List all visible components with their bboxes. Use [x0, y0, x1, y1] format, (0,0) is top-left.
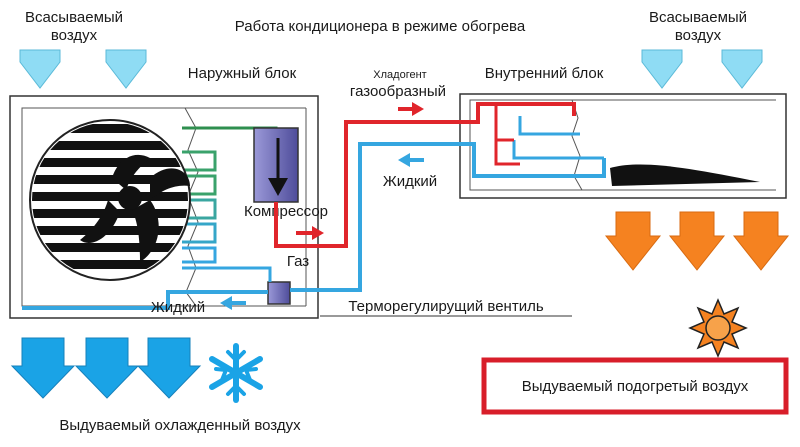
- flow-arrow-hot-top: [398, 102, 424, 116]
- cooled-air-arrow-1: [10, 337, 76, 399]
- sun-icon: [688, 298, 748, 358]
- intake-arrow-left-2: [105, 49, 147, 89]
- diagram-title: Работа кондиционера в режиме обогрева: [235, 18, 526, 35]
- intake-arrow-left-1: [19, 49, 61, 89]
- flow-arrow-hot-bottom: [296, 226, 324, 240]
- indoor-unit: [459, 93, 787, 199]
- intake-arrow-right-1: [641, 49, 683, 89]
- cooled-air-arrow-2: [74, 337, 140, 399]
- flow-arrow-cold-indoor: [398, 153, 424, 167]
- intake-air-left-label-1: Всасываемый: [25, 9, 123, 26]
- outdoor-unit-label: Наружный блок: [188, 65, 297, 82]
- refrigerant-label: Хладогент: [373, 69, 426, 81]
- cooled-air-label: Выдуваемый охлажденный воздух: [59, 417, 301, 434]
- warm-air-arrow-1: [604, 211, 662, 271]
- intake-arrow-right-2: [721, 49, 763, 89]
- compressor-label: Компрессор: [244, 203, 328, 220]
- intake-air-left-label-2: воздух: [51, 27, 98, 44]
- compressor: [253, 127, 299, 203]
- thermo-valve-label: Терморегулирущий вентиль: [348, 298, 543, 315]
- indoor-coil: [512, 114, 606, 166]
- indoor-unit-label: Внутренний блок: [485, 65, 604, 82]
- gas-label: Газ: [287, 253, 309, 270]
- refrigerant-gas-label: газообразный: [350, 83, 446, 100]
- cold-liquid-line: [22, 142, 606, 310]
- intake-air-right-label-1: Всасываемый: [649, 9, 747, 26]
- warm-air-arrow-3: [732, 211, 790, 271]
- heated-air-box: [481, 357, 789, 415]
- heated-air-label: Выдуваемый подогретый воздух: [522, 378, 749, 395]
- liquid-indoor-label: Жидкий: [383, 173, 437, 190]
- warm-air-arrow-2: [668, 211, 726, 271]
- liquid-outdoor-label: Жидкий: [151, 299, 205, 316]
- intake-air-right-label-2: воздух: [675, 27, 722, 44]
- fan-icon: [29, 119, 191, 281]
- cooled-air-arrow-3: [136, 337, 202, 399]
- flow-arrow-cold-outdoor: [220, 296, 246, 310]
- thermo-valve: [267, 281, 291, 305]
- snowflake-icon: [209, 343, 263, 403]
- hot-gas-line: [274, 102, 576, 248]
